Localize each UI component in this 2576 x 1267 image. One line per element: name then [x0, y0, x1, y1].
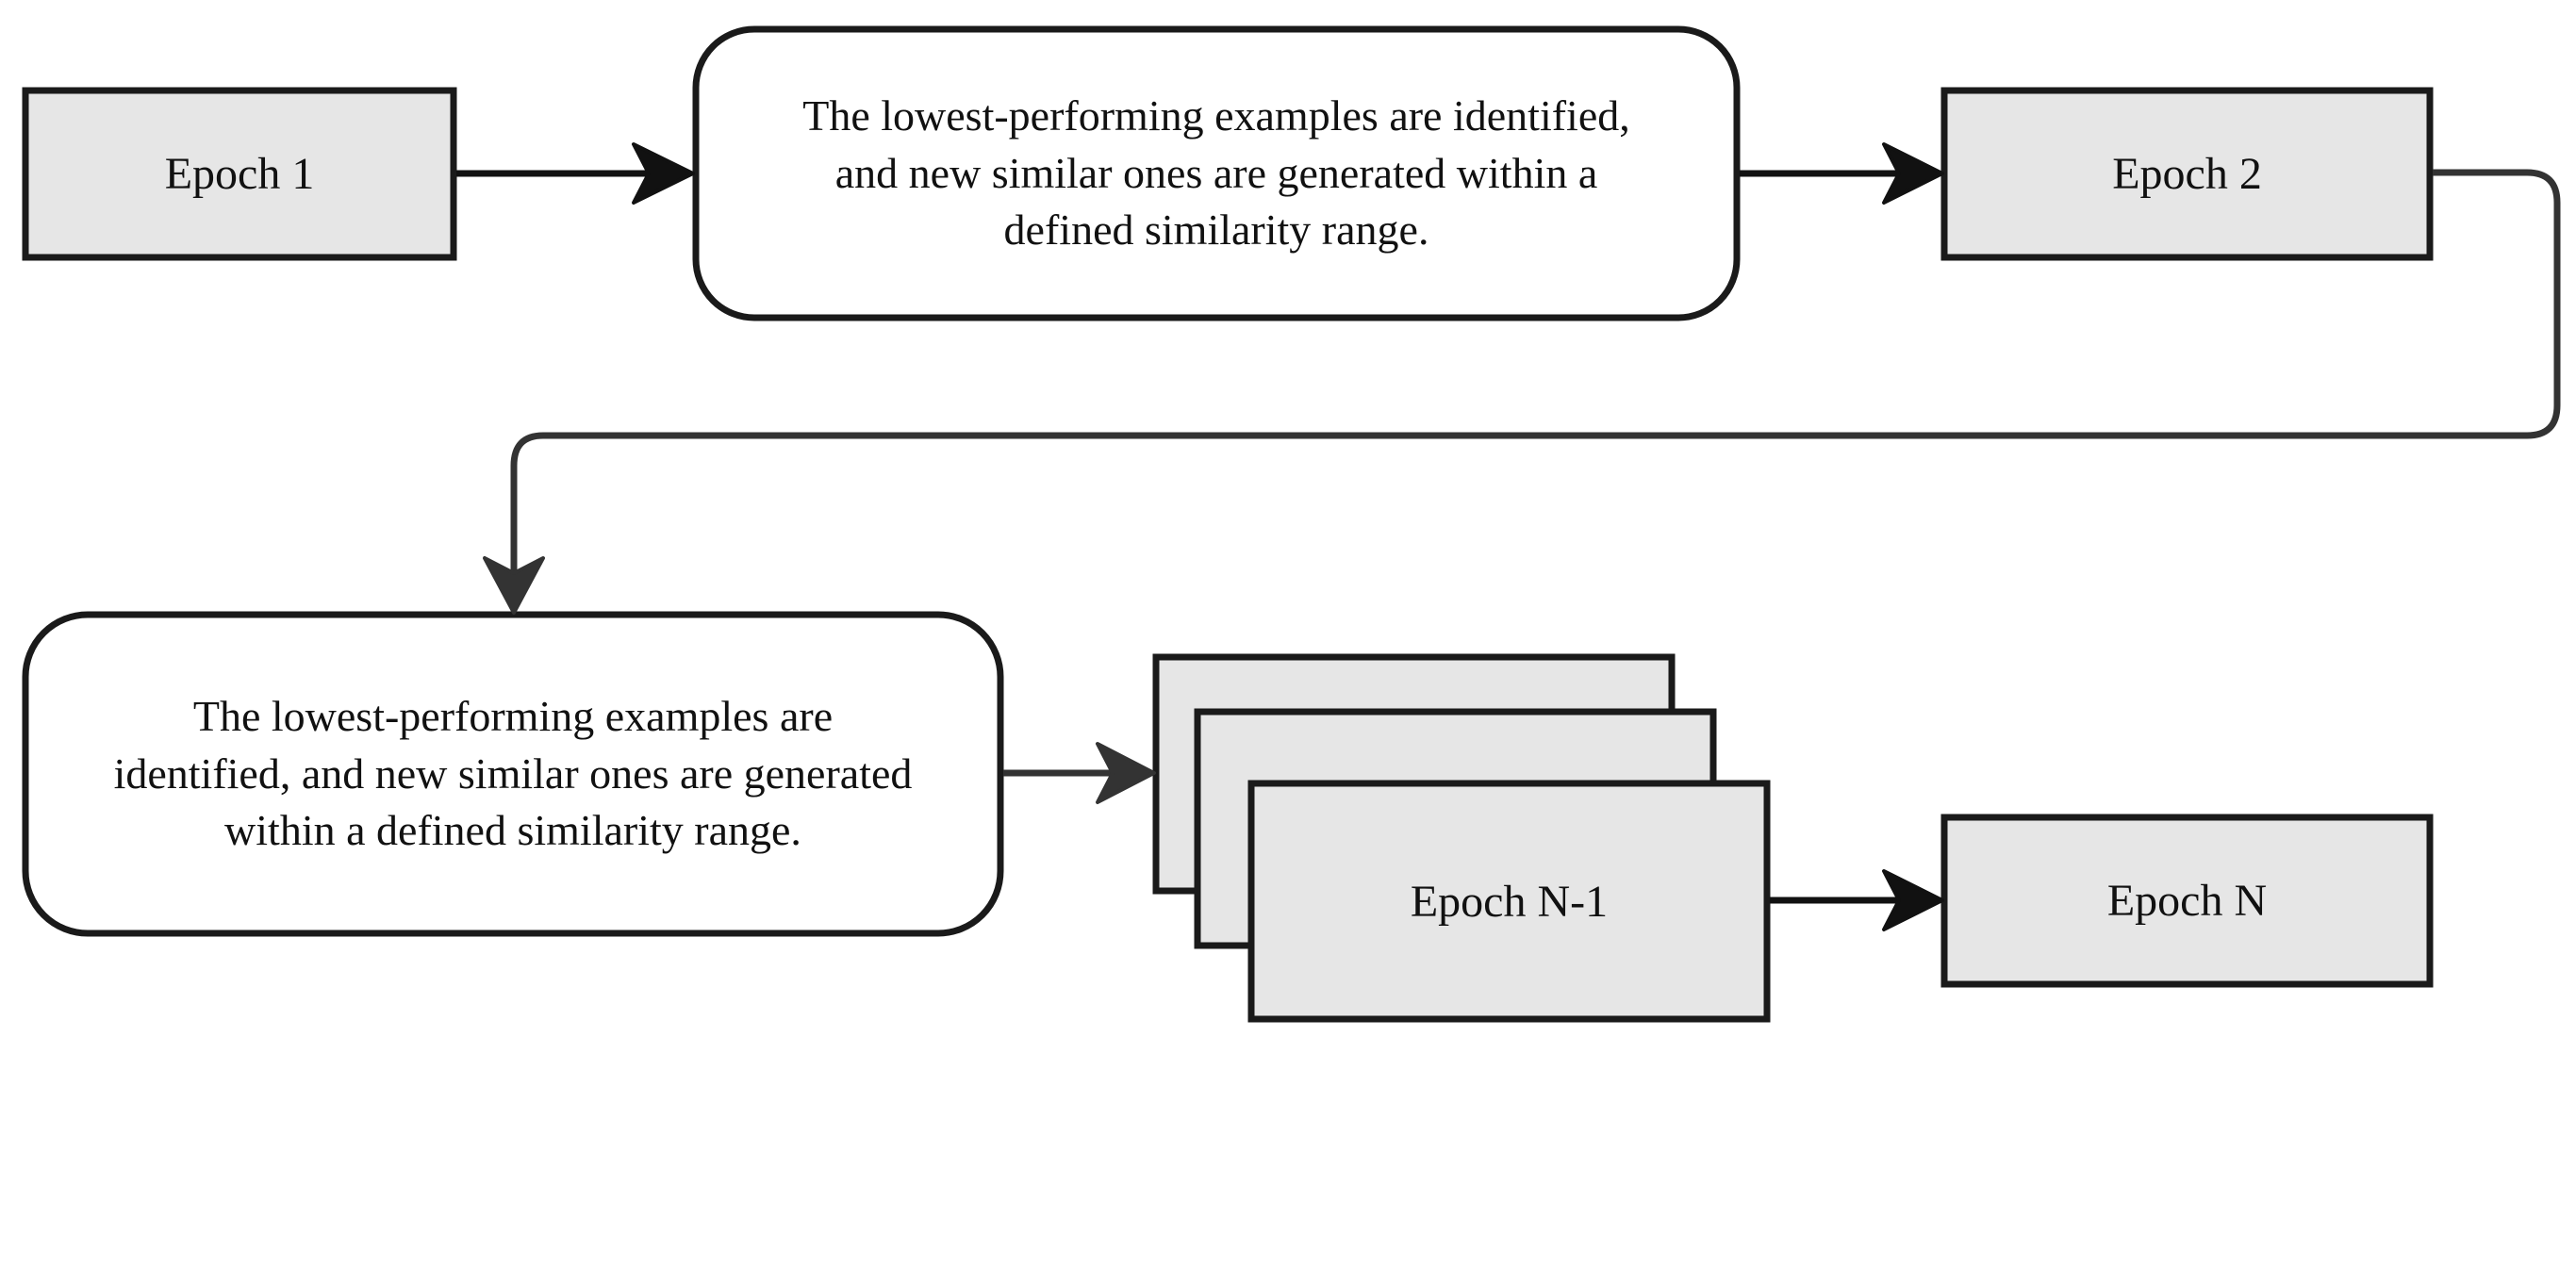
process-bottom-line-1: The lowest-performing examples are: [192, 691, 834, 740]
edge-epoch-n-minus-1-to-epoch-n: [1770, 869, 1944, 931]
edge-epoch2-to-process-bottom: [483, 169, 2561, 615]
process-top-label: The lowest-performing examples are ident…: [696, 29, 1737, 318]
edge-process-bottom-to-epochs: [1003, 742, 1156, 804]
edge-epoch1-to-process: [456, 142, 695, 205]
process-bottom-line-2: identified, and new similar ones are gen…: [113, 749, 913, 798]
epoch-n-minus-1-label: Epoch N-1: [1410, 876, 1609, 927]
process-top-line-2: and new similar ones are generated withi…: [834, 148, 1598, 197]
process-top-line-1: The lowest-performing examples are ident…: [802, 90, 1630, 140]
epoch-2-label: Epoch 2: [2112, 149, 2262, 199]
process-bottom-box: [22, 611, 1004, 937]
epoch-2-box: [1940, 87, 2434, 261]
process-bottom-line-3: within a defined similarity range.: [224, 806, 801, 855]
epoch-n-minus-1-box: [1247, 780, 1771, 1023]
process-top-box: [692, 25, 1741, 321]
process-bottom-label: The lowest-performing examples are ident…: [25, 615, 1000, 933]
epoch-n-label: Epoch N: [2106, 876, 2268, 926]
epoch-1-label: Epoch 1: [164, 149, 315, 199]
epoch-1-box: [22, 87, 457, 261]
epoch-n-box: [1940, 814, 2434, 988]
edge-process-to-epoch2: [1740, 142, 1944, 205]
process-top-line-3: defined similarity range.: [1003, 206, 1429, 255]
